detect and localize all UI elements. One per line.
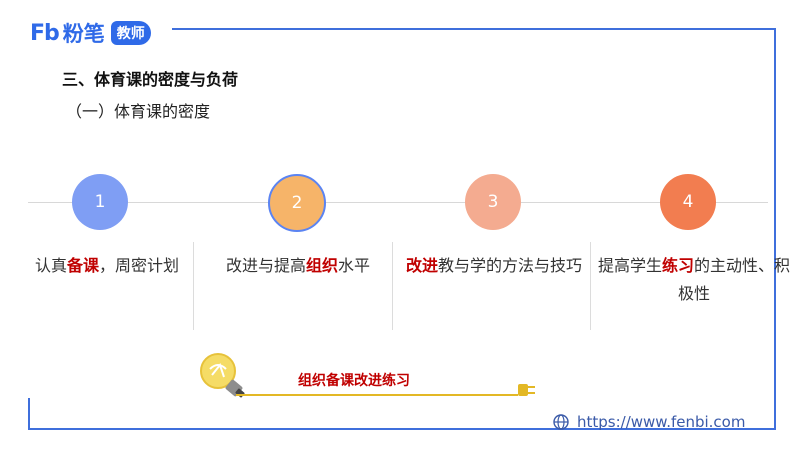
step-divider (392, 242, 393, 330)
step-divider (193, 242, 194, 330)
slide-heading: 三、体育课的密度与负荷 (62, 70, 239, 89)
frame-left-border (28, 398, 30, 430)
brand-logo: Fb 粉笔 教师 (30, 18, 151, 48)
frame-right-border (774, 28, 776, 430)
slide-subheading: （一）体育课的密度 (66, 102, 211, 121)
step-2-circle: 2 (268, 174, 326, 232)
brand-mark: Fb (30, 20, 60, 46)
plug-icon (518, 384, 535, 396)
step-text-post: ，周密计划 (99, 256, 180, 275)
step-divider (590, 242, 591, 330)
step-keyword: 练习 (661, 256, 694, 275)
timeline-line (28, 202, 768, 203)
globe-icon (553, 414, 569, 430)
step-4-text: 提高学生练习的主动性、积极性 (594, 252, 794, 308)
frame-bottom-border (28, 428, 776, 430)
footer-url[interactable]: https://www.fenbi.com (553, 412, 745, 432)
frame-top-border (172, 28, 776, 30)
lightbulb-icon (200, 353, 245, 398)
step-1-circle: 1 (72, 174, 128, 230)
step-text-pre: 认真 (34, 256, 67, 275)
step-4-circle: 4 (660, 174, 716, 230)
step-text-pre: 提高学生 (597, 256, 662, 275)
step-keyword: 改进 (405, 256, 438, 275)
step-text-post: 的主动性、积极性 (677, 256, 791, 303)
step-1-text: 认真备课，周密计划 (22, 252, 192, 280)
footer-url-text: https://www.fenbi.com (577, 413, 746, 431)
brand-badge: 教师 (110, 21, 151, 45)
step-3-text: 改进教与学的方法与技巧 (404, 252, 584, 280)
step-3-circle: 3 (465, 174, 521, 230)
step-text-post: 教与学的方法与技巧 (438, 256, 583, 275)
cord-line (236, 394, 518, 396)
step-text-post: 水平 (338, 256, 371, 275)
step-2-text: 改进与提高组织水平 (208, 252, 388, 280)
step-keyword: 备课 (66, 256, 99, 275)
step-keyword: 组织 (305, 256, 338, 275)
brand-name: 粉笔 (62, 22, 105, 46)
slogan-text: 组织备课改进练习 (298, 373, 410, 389)
step-text-pre: 改进与提高 (225, 256, 306, 275)
